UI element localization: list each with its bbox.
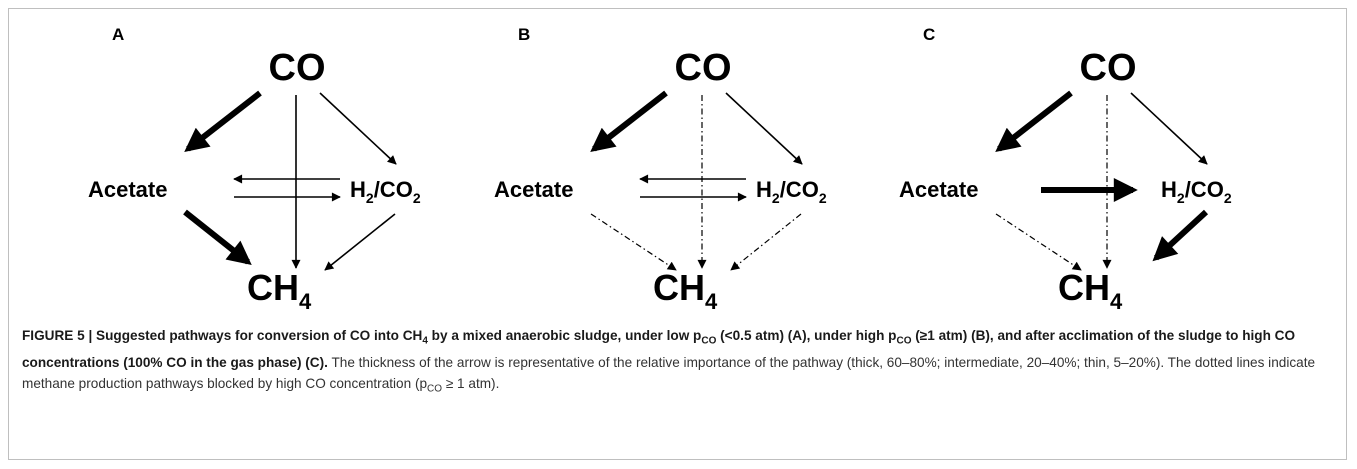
node-acetate: Acetate: [88, 177, 167, 202]
node-ch4: CH4: [247, 267, 312, 314]
arrow-acetate-ch4: [183, 209, 252, 265]
arrow-co-acetate: [590, 90, 668, 152]
arrow-h2-ch4: [730, 213, 802, 271]
arrow-co-h2: [1130, 92, 1208, 165]
node-ch4: CH4: [1058, 267, 1123, 314]
caption-bold-1: FIGURE 5 | Suggested pathways for conver…: [22, 328, 423, 343]
panel-letter: A: [112, 25, 124, 44]
arrow-co-h2: [725, 92, 803, 165]
node-h2co2: H2/CO2: [350, 177, 421, 206]
arrow-h2-ch4: [324, 213, 396, 271]
node-co: CO: [1080, 47, 1137, 89]
caption-bold-sub-2: CO: [701, 335, 717, 347]
node-ch4: CH4: [653, 267, 718, 314]
arrow-co-acetate: [995, 90, 1073, 152]
arrow-acetate-ch4: [590, 213, 677, 271]
node-h2co2: H2/CO2: [756, 177, 827, 206]
caption-bold-sub-1: 4: [422, 335, 428, 347]
caption-bold-2: by a mixed anaerobic sludge, under low p: [427, 328, 702, 343]
node-co: CO: [269, 47, 326, 89]
figure-caption: FIGURE 5 | Suggested pathways for conver…: [22, 325, 1337, 399]
caption-text-2: ≥ 1 atm).: [442, 375, 500, 391]
caption-sub-co: CO: [427, 383, 443, 395]
caption-text-1: The thickness of the arrow is representa…: [22, 354, 1316, 391]
panel-letter: C: [923, 25, 935, 44]
arrow-co-h2: [319, 92, 397, 165]
node-acetate: Acetate: [899, 177, 978, 202]
caption-bold-sub-3: CO: [896, 335, 912, 347]
node-acetate: Acetate: [494, 177, 573, 202]
figure-frame: [8, 8, 1347, 460]
arrow-co-acetate: [184, 90, 262, 152]
panel-letter: B: [518, 25, 530, 44]
arrow-acetate-ch4: [995, 213, 1082, 271]
arrow-h2-ch4: [1152, 209, 1209, 262]
node-h2co2: H2/CO2: [1161, 177, 1232, 206]
node-co: CO: [675, 47, 732, 89]
caption-bold-3: (<0.5 atm) (A), under high p: [716, 328, 897, 343]
caption-bold-4: (≥1 atm) (B), and after acclimation of t…: [22, 328, 1296, 370]
